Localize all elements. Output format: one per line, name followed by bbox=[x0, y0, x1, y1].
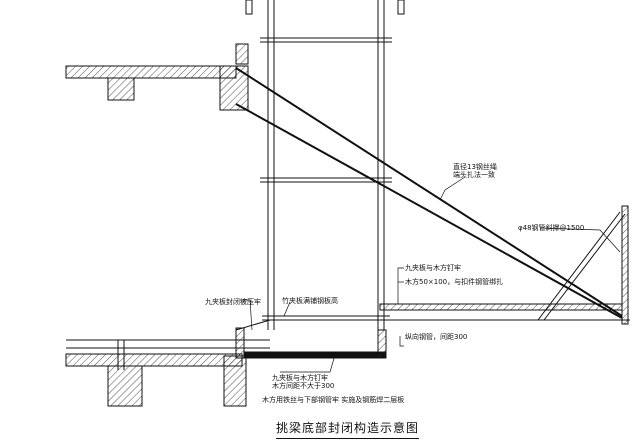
leader-lines bbox=[240, 176, 621, 373]
label-wire-rope: 直径13钢丝绳端头扎法一致 bbox=[453, 163, 497, 179]
label-steel-pipe: 纵向钢管，间距300 bbox=[405, 333, 468, 341]
upper-floor-slab bbox=[65, 43, 249, 111]
label-diagonal-brace: φ48钢管斜撑@1500 bbox=[518, 224, 585, 232]
label-wire-rope-line2: 端头扎法一致 bbox=[453, 171, 495, 179]
label-wire-rope-line1: 直径13钢丝绳 bbox=[453, 163, 497, 171]
label-bottom-plywood-line2: 木方间距不大于300 bbox=[272, 382, 335, 390]
label-bottom-plywood-line1: 九夹板与木方钉牢 bbox=[272, 374, 328, 382]
label-top-plywood: 竹夹板满铺钢板高 bbox=[282, 297, 338, 305]
label-timber-tied: 木方50×100，与扣件钢管绑扎 bbox=[405, 278, 504, 286]
scaffold-tubes bbox=[245, 0, 405, 330]
wire-ropes bbox=[235, 67, 623, 319]
label-plywood-sealed: 九夹板封闭被压牢 bbox=[205, 298, 261, 306]
bottom-closure bbox=[235, 319, 387, 359]
label-bottom-plywood: 九夹板与木方钉牢木方间距不大于300 bbox=[272, 374, 334, 390]
label-bottom-timber: 木方用铁丝与下部钢管牢 实施及钢筋焊二层板 bbox=[262, 396, 405, 404]
label-plywood-nailed: 九夹板与木方钉牢 bbox=[405, 264, 461, 272]
cantilever-platform bbox=[379, 205, 630, 325]
drawing-title: 挑梁底部封闭构造示意图 bbox=[276, 419, 420, 439]
